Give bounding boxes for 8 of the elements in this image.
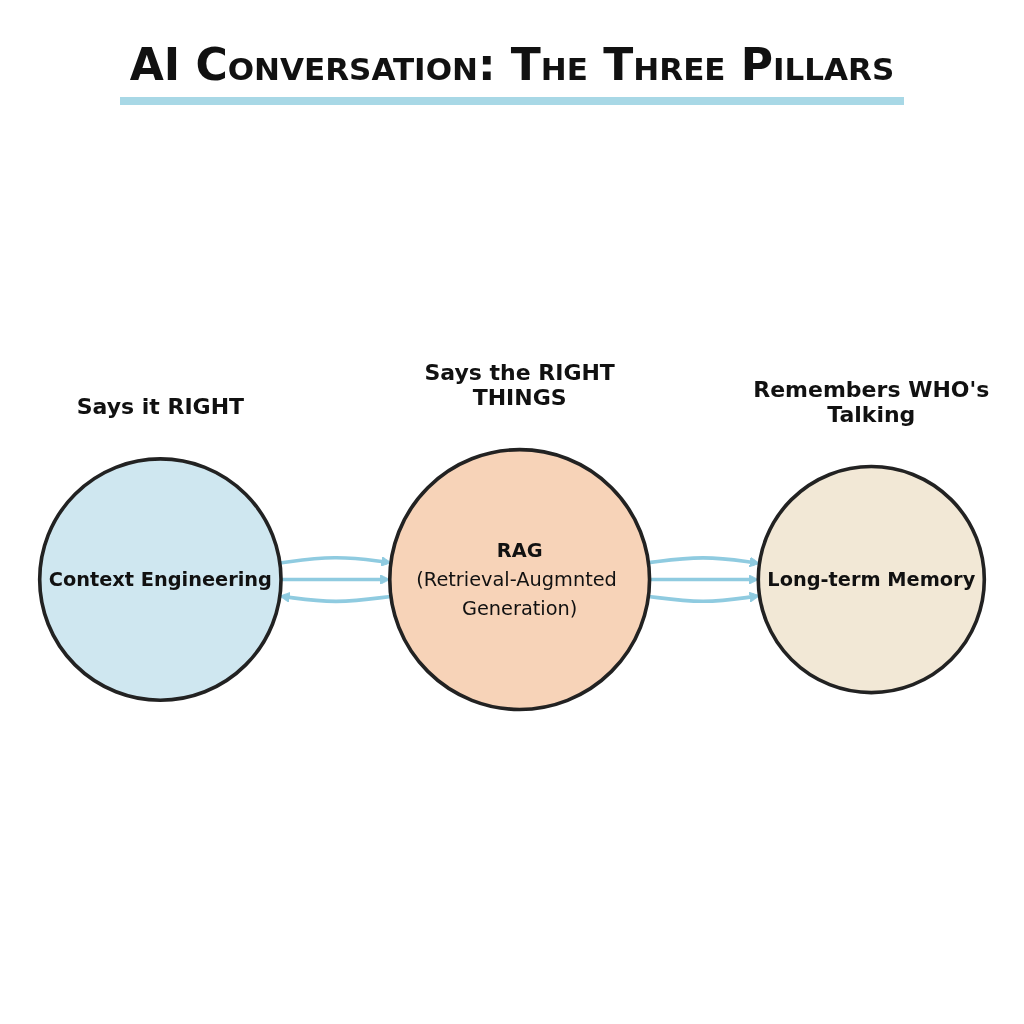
node-caption: Says it RIGHT	[75, 394, 246, 420]
arrow	[648, 556, 760, 568]
node-circle: Long-term Memory	[756, 465, 987, 695]
title: AI Conversation: The Three Pillars	[119, 40, 905, 105]
node-caption: Remembers WHO's Talking	[752, 376, 991, 427]
node-circle: RAG (Retrieval-Augmnted Generation)	[387, 448, 652, 712]
node-caption: Says the RIGHT THINGS	[423, 360, 616, 411]
node-circle: Context Engineering	[37, 457, 283, 703]
